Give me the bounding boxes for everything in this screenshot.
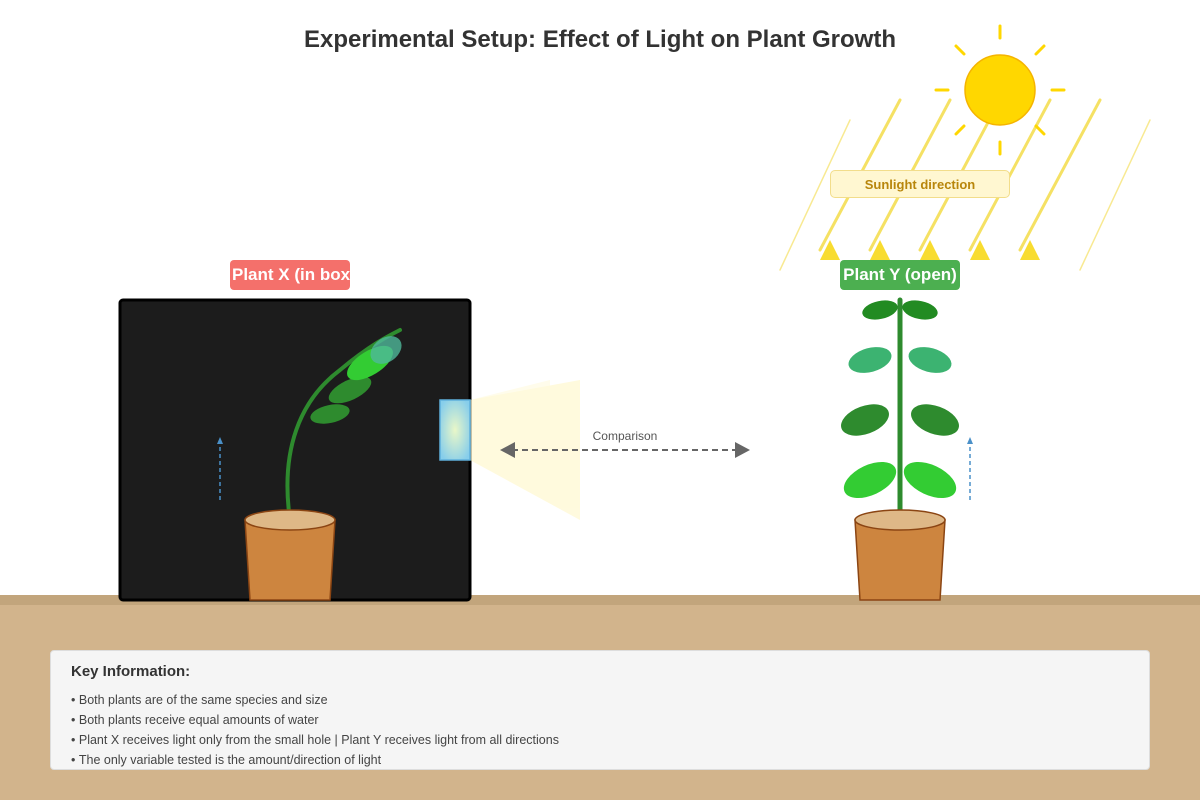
plant-y-leaf [843,461,897,499]
plant-y-label: Plant Y (open) [840,260,960,290]
key-information-panel: Key Information: Both plants are of the … [50,650,1150,770]
key-information-item: The only variable tested is the amount/d… [71,750,1129,770]
key-information-item: Both plants receive equal amounts of wat… [71,710,1129,730]
plant-x-leaf [370,336,402,364]
plant-x-leaf [328,376,372,404]
plant-y-leaf [908,347,952,373]
diagram-title: Experimental Setup: Effect of Light on P… [303,26,897,53]
plant-y-leaf [848,347,892,373]
double-arrow-icon [500,442,750,458]
plant-y-leaf [862,300,898,320]
sun-icon [934,24,1066,156]
sunlight-arrowheads [820,240,1040,260]
plant-x-label: Plant X (in box) [230,260,356,290]
growth-arrow-icon [217,437,223,500]
sunlight-rays [779,98,1151,271]
plant-y-leaf [902,300,938,320]
comparison-label: Comparison [592,429,658,443]
plant-y [841,297,959,523]
pot-x [244,509,336,601]
ground-top-edge [0,595,1200,605]
key-information-item: Both plants are of the same species and … [71,690,1129,710]
key-information-list: Both plants are of the same species and … [71,690,1129,770]
key-information-title: Key Information: [71,663,191,680]
pot-y [854,509,946,601]
light-hole-icon [439,399,471,461]
plant-y-leaf [911,404,959,436]
plant-y-leaf [903,461,957,499]
key-information-item: Plant X receives light only from the sma… [71,730,1129,750]
plant-y-leaf [841,404,889,436]
plant-x-leaf [310,404,350,424]
plant-x [285,328,402,522]
sunlight-direction-label: Sunlight direction [830,170,1010,198]
growth-arrow-icon [967,437,973,500]
